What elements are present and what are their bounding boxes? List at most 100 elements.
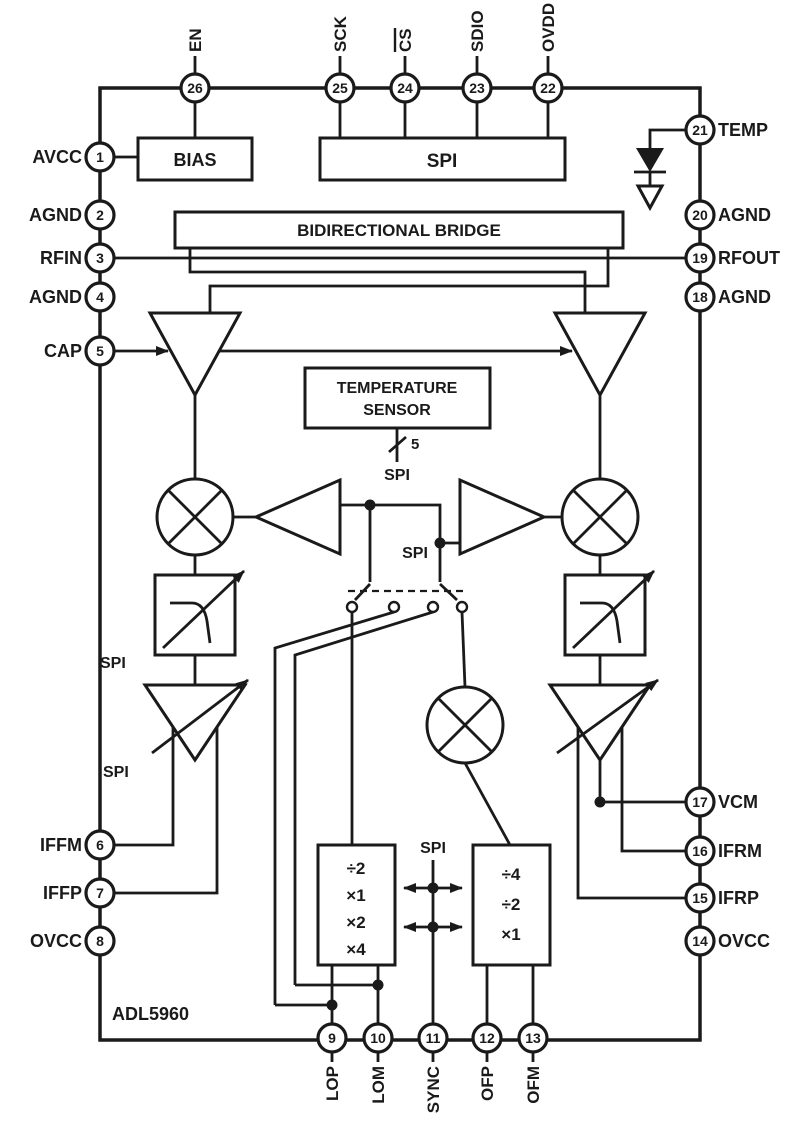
- pin-number: 26: [187, 80, 203, 96]
- pin-label-lop: LOP: [323, 1066, 342, 1101]
- pin-number: 21: [692, 122, 708, 138]
- pin-number: 6: [96, 837, 104, 853]
- pin-circle-1: [84, 141, 116, 173]
- pin-circle-21: [684, 114, 716, 146]
- top-pin-labels: EN SCK CS SDIO OVDD: [186, 3, 558, 52]
- pin-circle-9: [316, 1022, 348, 1054]
- pin-label-avcc: AVCC: [32, 147, 82, 167]
- forward-if-filter: [153, 569, 245, 657]
- junction-dot: [427, 921, 439, 933]
- pin-label-ovcc: OVCC: [718, 931, 770, 951]
- mixer-x-icon: [437, 697, 493, 753]
- spi-vga-label: SPI: [103, 764, 129, 781]
- offset-divider-row: ÷4: [502, 865, 521, 884]
- switch-contact: [426, 600, 440, 614]
- tunable-arrow-icon: [151, 678, 249, 755]
- pin-circle-13: [517, 1022, 549, 1054]
- pin-label-agnd: AGND: [29, 205, 82, 225]
- pin-circle-24: [389, 72, 421, 104]
- lo-amp-reverse: [458, 477, 548, 557]
- bias-block: [136, 136, 254, 182]
- left-pin-labels: AVCC AGND RFIN AGND CAP IFFM IFFP OVCC: [29, 147, 82, 951]
- bottom-pin-labels: LOP LOM SYNC OFP OFM: [323, 1066, 543, 1113]
- temp-diode: [634, 148, 666, 212]
- pin-circle-6: [84, 829, 116, 861]
- pin-circle-8: [84, 925, 116, 957]
- lo-divider-block: [316, 843, 397, 967]
- forward-if-vga: [142, 678, 249, 763]
- temp-sensor-label-line2: SENSOR: [363, 402, 431, 419]
- pin-number: 22: [540, 80, 556, 96]
- temperature-sensor-block: [303, 366, 492, 430]
- tunable-arrow-icon: [556, 678, 659, 755]
- lo-divider-row: ÷2: [347, 859, 366, 878]
- offset-divider-row: ×1: [501, 925, 520, 944]
- pin-number: 9: [328, 1030, 336, 1046]
- pin-label-lom: LOM: [369, 1066, 388, 1104]
- offset-mixer: [425, 685, 505, 765]
- pin-circle-10: [362, 1022, 394, 1054]
- pin-number: 14: [692, 933, 708, 949]
- open-arrowhead: [635, 184, 665, 212]
- pin-label-ifrm: IFRM: [718, 841, 762, 861]
- lo-divider-row: ×1: [346, 886, 365, 905]
- pin-number: 1: [96, 149, 104, 165]
- pin-number: 19: [692, 250, 708, 266]
- reverse-mixer: [560, 477, 640, 557]
- pin-number: 2: [96, 207, 104, 223]
- pin-label-vcm: VCM: [718, 792, 758, 812]
- pin-number: 17: [692, 794, 708, 810]
- spi-filter-label: SPI: [100, 655, 126, 672]
- block-labels: BIAS SPI BIDIRECTIONAL BRIDGE TEMPERATUR…: [100, 150, 521, 1024]
- pin-circle-7: [84, 877, 116, 909]
- pin-label-iffm: IFFM: [40, 835, 82, 855]
- junction-dot: [434, 537, 446, 549]
- reverse-if-vga: [547, 678, 659, 763]
- pin-number: 25: [332, 80, 348, 96]
- pin-circle-26: [179, 72, 211, 104]
- junction-dot: [427, 882, 439, 894]
- pin-label-en: EN: [186, 28, 205, 52]
- pin-circle-4: [84, 281, 116, 313]
- forward-coupler-amp: [147, 311, 243, 399]
- pin-label-sck: SCK: [331, 15, 350, 52]
- pin-number: 7: [96, 885, 104, 901]
- lo-divider-row: ×2: [346, 913, 365, 932]
- pin-label-ifrp: IFRP: [718, 888, 759, 908]
- pin-circle-22: [532, 72, 564, 104]
- spi-block-label: SPI: [427, 151, 458, 172]
- pin-label-rfout: RFOUT: [718, 248, 780, 268]
- pin-label-cap: CAP: [44, 341, 82, 361]
- spi-block: [318, 136, 567, 182]
- pin-number: 20: [692, 207, 708, 223]
- pin-number: 8: [96, 933, 104, 949]
- wires: [114, 56, 686, 1062]
- pin-circle-20: [684, 199, 716, 231]
- pin-circle-23: [461, 72, 493, 104]
- temp-sensor-label-line1: TEMPERATURE: [337, 380, 458, 397]
- lo-amp-forward: [252, 477, 342, 557]
- mixer-x-icon: [572, 489, 628, 545]
- pin-number: 15: [692, 890, 708, 906]
- bidirectional-bridge-block: [173, 210, 625, 250]
- mixer-x-icon: [167, 489, 223, 545]
- pin-label-agnd: AGND: [718, 205, 771, 225]
- pin-circle-16: [684, 835, 716, 867]
- pin-circle-25: [324, 72, 356, 104]
- lo-switch-network: [345, 600, 469, 614]
- tunable-arrow-icon: [572, 569, 655, 650]
- pin-circle-5: [84, 335, 116, 367]
- offset-divider-block: [471, 843, 552, 967]
- pin-number: 3: [96, 250, 104, 266]
- lo-divider-row: ×4: [346, 940, 366, 959]
- pin-number: 13: [525, 1030, 541, 1046]
- forward-mixer: [155, 477, 235, 557]
- pin-label-ovdd: OVDD: [539, 3, 558, 52]
- bridge-label: BIDIRECTIONAL BRIDGE: [297, 221, 501, 240]
- pin-number: 5: [96, 343, 104, 359]
- pin-number: 4: [96, 289, 104, 305]
- pin-number: 12: [479, 1030, 495, 1046]
- pin-label-iffp: IFFP: [43, 883, 82, 903]
- pin-number: 24: [397, 80, 413, 96]
